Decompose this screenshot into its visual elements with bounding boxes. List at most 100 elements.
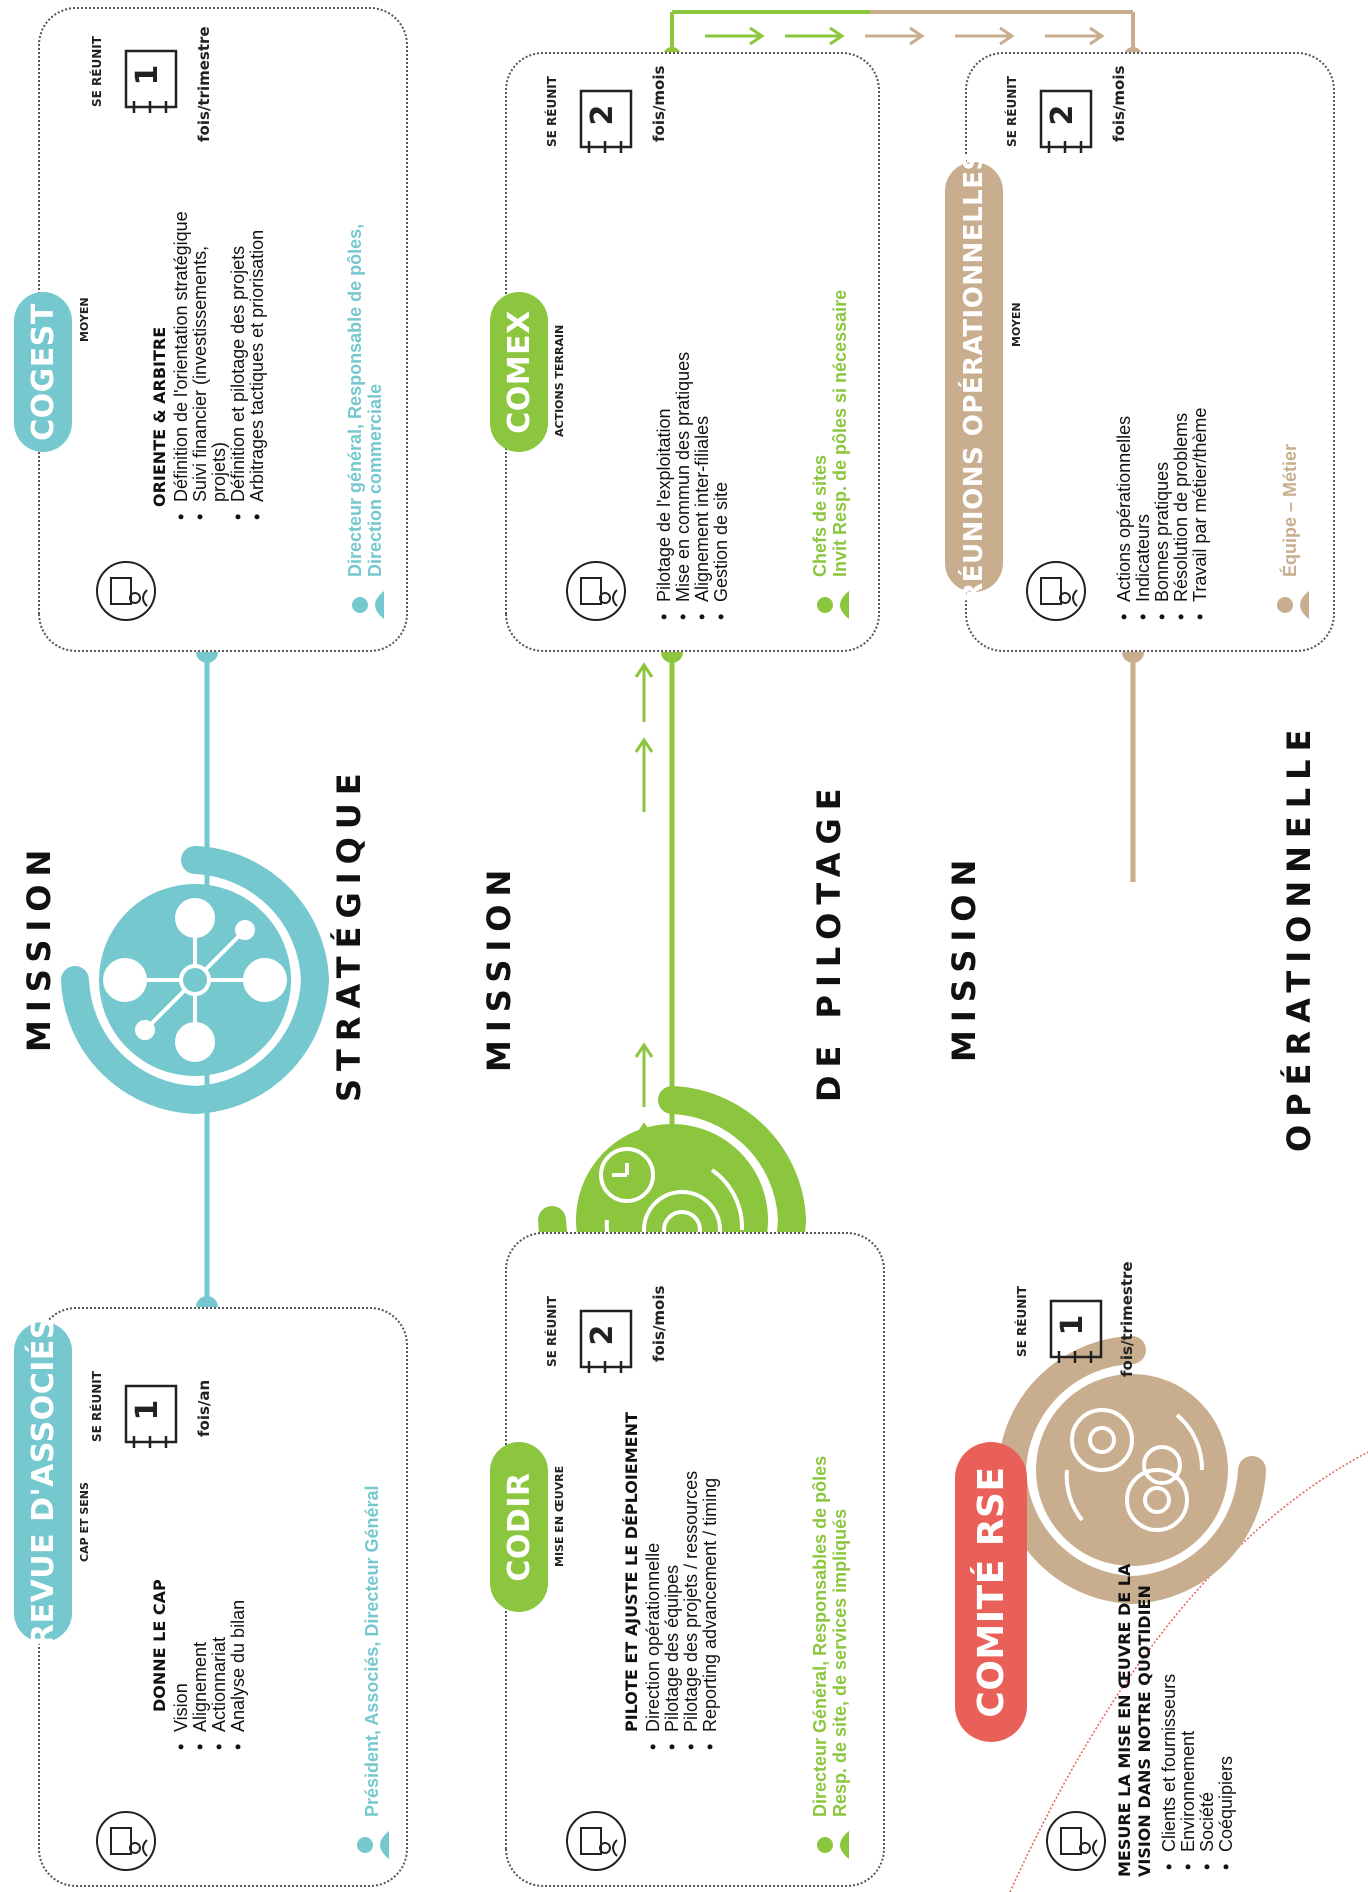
members-person-icon [817, 1831, 849, 1859]
comex-meets-label: SE RÉUNIT [545, 76, 559, 147]
comex-members: Chefs de sites Invit Resp. de pôles si n… [810, 290, 850, 577]
cogest-members: Directeur général, Responsable de pôles,… [345, 224, 385, 577]
comex-list: Pilotage de l'exploitation Mise en commu… [654, 292, 731, 622]
cogest-members-line1: Directeur général, Responsable de pôles, [345, 223, 365, 577]
list-item: Alignement inter-filiales [692, 292, 712, 622]
presenter-icon [96, 561, 156, 621]
list-item: Pilotage de l'exploitation [654, 292, 674, 622]
codir-meets-label: SE RÉUNIT [545, 1296, 559, 1367]
rse-count: 1 [1055, 1314, 1090, 1336]
codir-pill: CODIR [490, 1442, 548, 1612]
revue-meets-label: SE RÉUNIT [90, 1371, 104, 1442]
calendar-icon [1039, 89, 1093, 153]
reunions-count: 2 [1045, 104, 1080, 126]
reunions-subtitle: MOYEN [1010, 302, 1023, 347]
list-item: Résolution de problems [1171, 292, 1191, 622]
codir-subtitle: MISE EN ŒUVRE [553, 1465, 566, 1567]
comex-members-line1: Chefs de sites [810, 454, 830, 577]
reunions-list: Actions opérationnelles Indicateurs Bonn… [1114, 292, 1210, 622]
rse-heading: MESURE LA MISE EN ŒUVRE DE LA VISION DAN… [1115, 1563, 1154, 1877]
members-person-icon [352, 591, 384, 619]
mission-strategique-word2: STRATÉGIQUE [330, 765, 368, 1102]
codir-list: Direction opérationnelle Pilotage des éq… [643, 1372, 720, 1752]
codir-count: 2 [585, 1324, 620, 1346]
codir-heading: PILOTE ET AJUSTE LE DÉPLOIEMENT [622, 1412, 641, 1732]
revue-subtitle: CAP ET SENS [78, 1482, 91, 1562]
mission-strategique-word1: MISSION [20, 841, 58, 1052]
presenter-icon [566, 561, 626, 621]
revue-list: Vision Alignement Actionnariat Analyse d… [171, 1492, 248, 1752]
cogest-members-line2: Direction commerciale [365, 383, 385, 577]
list-item: Vision [171, 1492, 191, 1752]
list-item: Pilotage des projets / ressources [681, 1372, 701, 1752]
members-person-icon [1277, 591, 1309, 619]
presenter-icon [1046, 1811, 1106, 1871]
list-item: Analyse du bilan [228, 1492, 248, 1752]
cogest-pill: COGEST [14, 292, 72, 452]
members-person-icon [357, 1831, 389, 1859]
revue-pill: REVUE D'ASSOCIÉS [14, 1317, 72, 1647]
mission-strategique-hub [61, 846, 329, 1114]
calendar-icon [1049, 1299, 1103, 1363]
reunions-frequency: fois/mois [1110, 65, 1128, 142]
list-item: Mise en commun des pratiques [673, 292, 693, 622]
list-item: Gestion de site [711, 292, 731, 622]
gears-cycle-icon [1064, 1408, 1205, 1532]
cogest-meets-label: SE RÉUNIT [90, 36, 104, 107]
comex-count: 2 [585, 104, 620, 126]
comex-frequency: fois/mois [650, 65, 668, 142]
cogest-heading: ORIENTE & ARBITRE [150, 326, 169, 507]
codir-members-line2: Resp. de site, de services impliqués [830, 1508, 850, 1817]
list-item: Direction opérationnelle [643, 1372, 663, 1752]
revue-heading: DONNE LE CAP [150, 1579, 169, 1712]
mission-operationnelle-hub [998, 1336, 1266, 1604]
network-hub-icon [103, 898, 287, 1062]
list-item: Reporting advancement / timing [700, 1372, 720, 1752]
list-item: Suivi financier (investissements, projet… [190, 192, 229, 522]
list-item: Coéquipiers [1216, 1572, 1236, 1872]
list-item: Bonnes pratiques [1152, 292, 1172, 622]
list-item: Actionnariat [209, 1492, 229, 1752]
cogest-frequency: fois/trimestre [195, 26, 213, 142]
list-item: Travail par métier/thème [1190, 292, 1210, 622]
revue-count: 1 [130, 1399, 165, 1421]
rse-meets-label: SE RÉUNIT [1015, 1286, 1029, 1357]
members-person-icon [817, 591, 849, 619]
presenter-icon [96, 1811, 156, 1871]
cogest-count: 1 [130, 64, 165, 86]
revue-members: Président, Associés, Directeur Général [362, 1485, 382, 1817]
codir-members-line1: Directeur Général, Responsables de pôles [810, 1455, 830, 1817]
list-item: Alignement [190, 1492, 210, 1752]
calendar-icon [579, 89, 633, 153]
presenter-icon [1026, 561, 1086, 621]
calendar-icon [124, 49, 178, 113]
mission-pilotage-word2: DE PILOTAGE [810, 780, 848, 1102]
cogest-list: Définition de l'orientation stratégique … [171, 192, 267, 522]
rse-pill: COMITÉ RSE [955, 1442, 1027, 1742]
comex-members-line2: Invit Resp. de pôles si nécessaire [830, 289, 850, 577]
list-item: Définition et pilotage des projets [228, 192, 248, 522]
list-item: Arbitrages tactiques et priorisation [247, 192, 267, 522]
codir-frequency: fois/mois [650, 1285, 668, 1362]
rse-list: Clients et fournisseurs Environnement So… [1159, 1572, 1236, 1872]
cogest-subtitle: MOYEN [78, 297, 91, 342]
mission-operationnelle-word1: MISSION [945, 851, 983, 1062]
list-item: Environnement [1178, 1572, 1198, 1872]
reunions-members: Équipe – Métier [1280, 443, 1300, 577]
comex-subtitle: ACTIONS TERRAIN [553, 324, 566, 437]
list-item: Pilotage des équipes [662, 1372, 682, 1752]
list-item: Définition de l'orientation stratégique [171, 192, 191, 522]
calendar-icon [579, 1309, 633, 1373]
presenter-icon [566, 1811, 626, 1871]
codir-members: Directeur Général, Responsables de pôles… [810, 1456, 850, 1817]
list-item: Clients et fournisseurs [1159, 1572, 1179, 1872]
calendar-icon [124, 1384, 178, 1448]
list-item: Indicateurs [1133, 292, 1153, 622]
comex-pill: COMEX [490, 292, 548, 452]
mission-pilotage-word1: MISSION [480, 861, 518, 1072]
reunions-meets-label: SE RÉUNIT [1005, 76, 1019, 147]
list-item: Société [1197, 1572, 1217, 1872]
revue-frequency: fois/an [195, 1379, 213, 1437]
reunions-pill: RÉUNIONS OPÉRATIONNELLES [945, 151, 1003, 603]
